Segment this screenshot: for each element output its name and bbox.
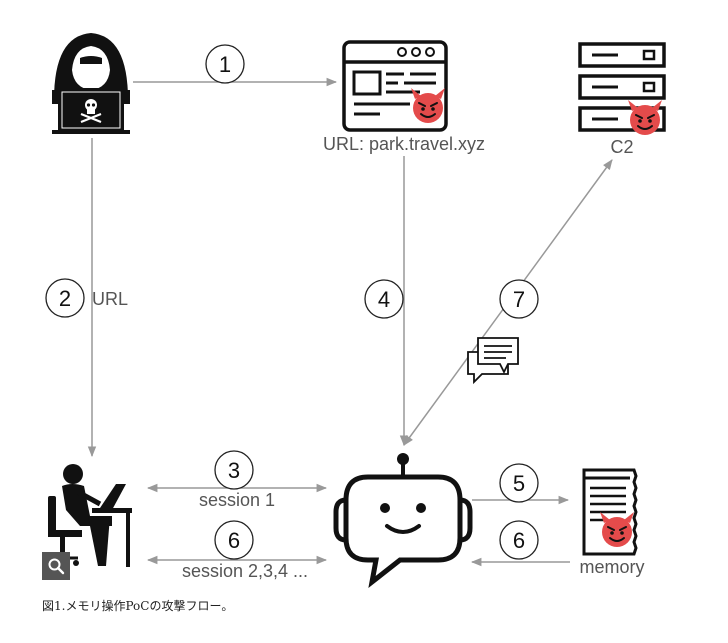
step-circle-7 bbox=[499, 279, 539, 319]
search-icon bbox=[48, 558, 65, 575]
step-number-4: 4 bbox=[378, 287, 390, 312]
hacker-icon bbox=[52, 33, 130, 134]
step-number-1: 1 bbox=[219, 52, 231, 77]
step-number-3: 3 bbox=[228, 458, 240, 483]
step-circle-6a bbox=[214, 520, 254, 560]
user-at-computer-icon bbox=[47, 464, 132, 567]
step-number-5: 5 bbox=[513, 471, 525, 496]
step-circle-5 bbox=[499, 463, 539, 503]
step-circle-1 bbox=[205, 44, 245, 84]
chat-bubbles-icon bbox=[467, 337, 519, 385]
url-label: URL: park.travel.xyz bbox=[323, 134, 485, 154]
c2-label: C2 bbox=[610, 137, 633, 157]
session-234-label: session 2,3,4 ... bbox=[182, 561, 308, 581]
attack-flow-diagram: 1 2 3 4 5 6 6 7 URL: park.travel.xyz C2 … bbox=[45, 33, 666, 589]
chatbot-robot-icon bbox=[333, 453, 473, 589]
notepad-icon bbox=[582, 468, 638, 556]
session-1-label: session 1 bbox=[199, 490, 275, 510]
url-edge-label: URL bbox=[92, 289, 128, 309]
step-number-6b: 6 bbox=[513, 528, 525, 553]
step-number-7: 7 bbox=[513, 287, 525, 312]
malicious-webpage-icon bbox=[342, 40, 448, 132]
step-circle-6b bbox=[499, 520, 539, 560]
step-circle-4 bbox=[364, 279, 404, 319]
step-number-2: 2 bbox=[59, 286, 71, 311]
step-circle-3 bbox=[214, 450, 254, 490]
step-circle-2 bbox=[45, 278, 85, 318]
memory-label: memory bbox=[579, 557, 644, 577]
step-number-6a: 6 bbox=[228, 528, 240, 553]
step-circles bbox=[45, 44, 539, 560]
zoom-button[interactable] bbox=[42, 552, 70, 580]
figure-caption: 図1.メモリ操作PoCの攻撃フロー。 bbox=[42, 599, 234, 613]
